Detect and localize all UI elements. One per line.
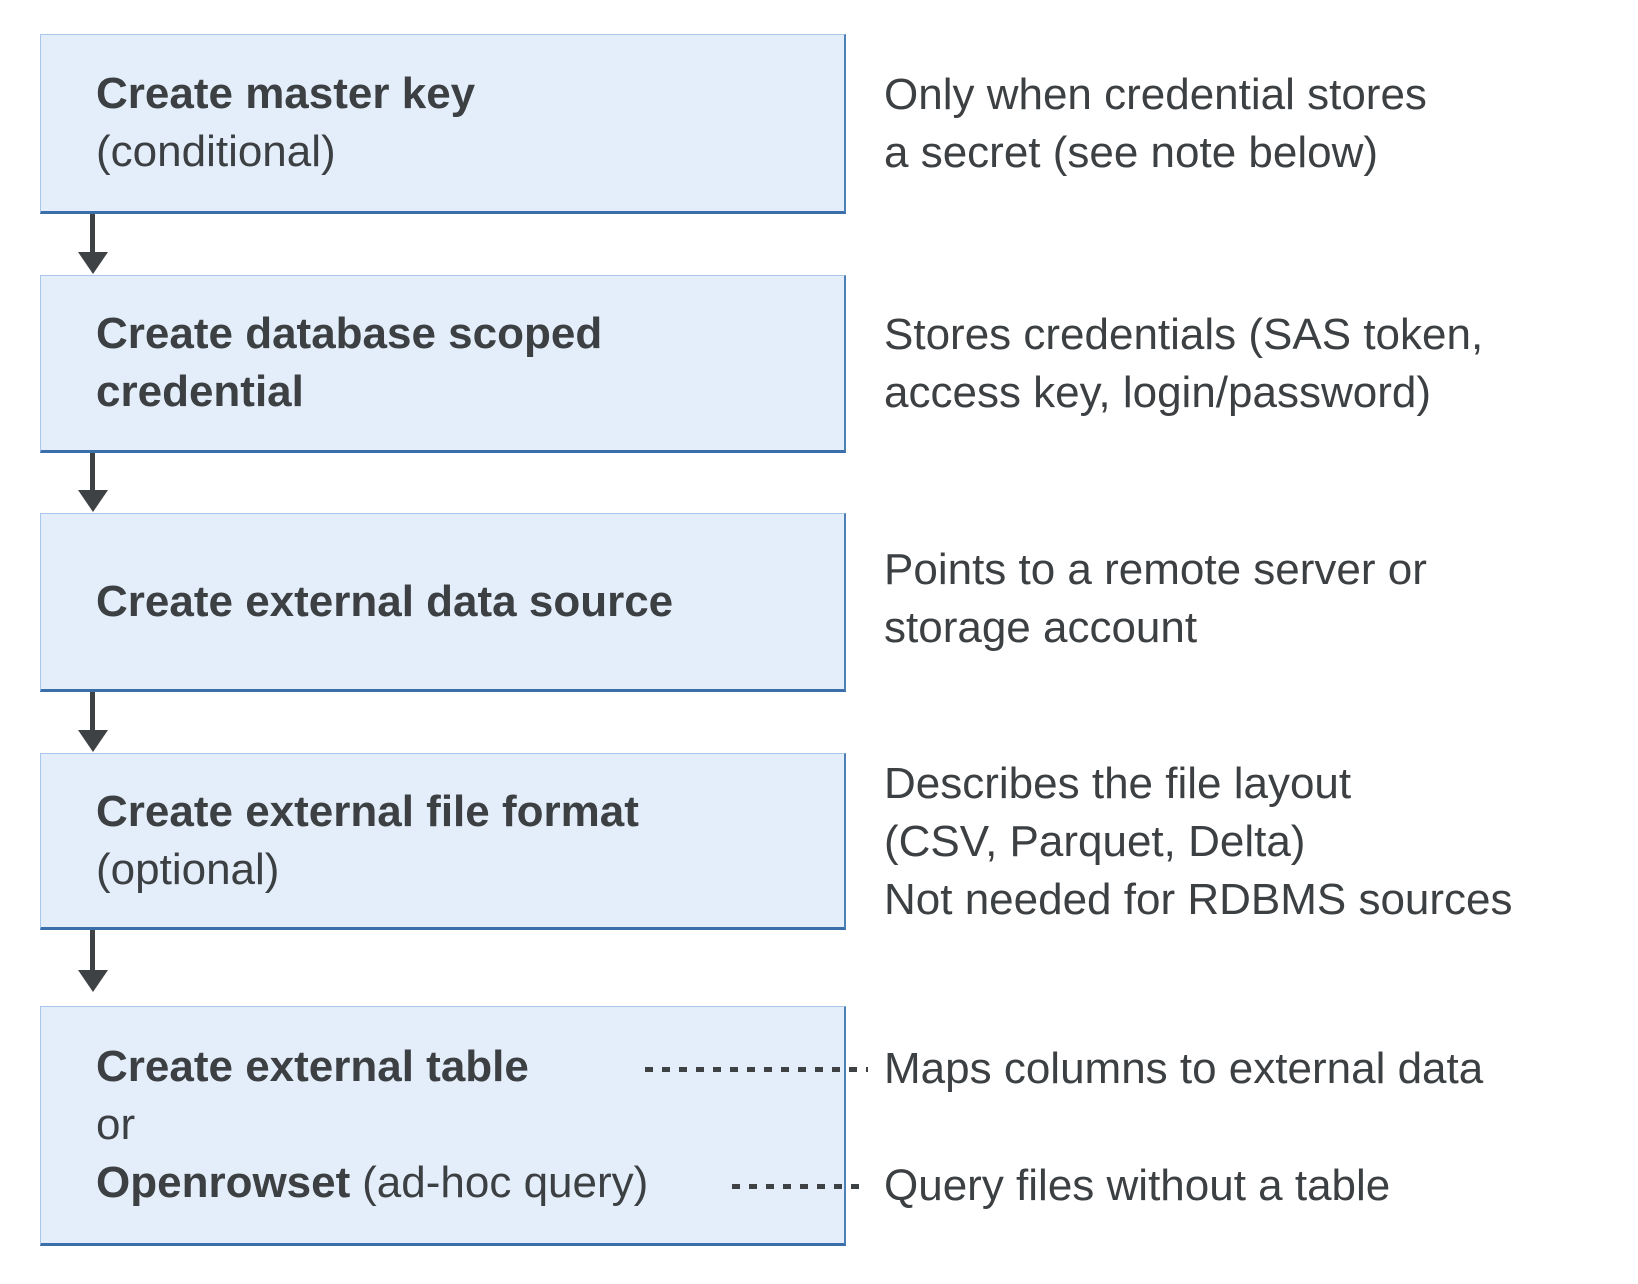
arrow-head bbox=[78, 970, 108, 992]
arrow-shaft bbox=[90, 214, 95, 254]
description-line: Not needed for RDBMS sources bbox=[884, 875, 1513, 924]
callout-openrowset: Query files without a table bbox=[884, 1161, 1391, 1210]
step-alt-title-line: Openrowset(ad-hoc query) bbox=[96, 1154, 844, 1212]
description-line: Points to a remote server or bbox=[884, 545, 1427, 594]
flow-arrow-down-icon bbox=[78, 453, 108, 512]
step-conjunction: or bbox=[96, 1100, 136, 1149]
step-title: Create external table bbox=[96, 1042, 529, 1091]
step-title-line: Create database scoped bbox=[96, 309, 603, 358]
description-line: Describes the file layout bbox=[884, 759, 1352, 808]
dashed-connector-openrowset bbox=[732, 1184, 868, 1189]
step-box-create-external-table-or-openrowset: Create external table or Openrowset(ad-h… bbox=[40, 1006, 846, 1246]
description-line: access key, login/password) bbox=[884, 368, 1431, 417]
step-qualifier: (optional) bbox=[96, 844, 280, 894]
flow-arrow-down-icon bbox=[78, 692, 108, 752]
arrow-shaft bbox=[90, 692, 95, 732]
arrow-shaft bbox=[90, 453, 95, 492]
step-qualifier: (conditional) bbox=[96, 127, 336, 176]
step-description-scoped-credential: Stores credentials (SAS token, access ke… bbox=[884, 306, 1483, 422]
arrow-shaft bbox=[90, 930, 95, 972]
step-alt-title: Openrowset bbox=[96, 1158, 351, 1207]
callout-external-table: Maps columns to external data bbox=[884, 1044, 1484, 1093]
step-title: Create external file format bbox=[96, 786, 639, 836]
description-line: (CSV, Parquet, Delta) bbox=[884, 817, 1306, 866]
description-line: Stores credentials (SAS token, bbox=[884, 310, 1484, 359]
step-description-master-key: Only when credential stores a secret (se… bbox=[884, 66, 1427, 182]
arrow-head bbox=[78, 252, 108, 274]
arrow-head bbox=[78, 490, 108, 512]
step-description-file-format: Describes the file layout (CSV, Parquet,… bbox=[884, 755, 1513, 929]
step-description-data-source: Points to a remote server or storage acc… bbox=[884, 541, 1427, 657]
step-title: Create master key bbox=[96, 69, 476, 118]
description-line: Only when credential stores bbox=[884, 70, 1427, 119]
dashed-connector-external-table bbox=[645, 1067, 868, 1072]
step-box-create-external-file-format: Create external file format (optional) bbox=[40, 753, 846, 930]
flow-arrow-down-icon bbox=[78, 214, 108, 274]
flow-arrow-down-icon bbox=[78, 930, 108, 992]
arrow-head bbox=[78, 730, 108, 752]
step-box-create-external-data-source: Create external data source bbox=[40, 513, 846, 692]
step-title-line: credential bbox=[96, 367, 304, 416]
description-line: storage account bbox=[884, 603, 1198, 652]
step-box-create-master-key: Create master key (conditional) bbox=[40, 34, 846, 214]
step-box-create-database-scoped-credential: Create database scoped credential bbox=[40, 275, 846, 453]
step-title: Create external data source bbox=[96, 576, 674, 626]
description-line: a secret (see note below) bbox=[884, 128, 1379, 177]
step-alt-qualifier: (ad-hoc query) bbox=[362, 1158, 649, 1207]
